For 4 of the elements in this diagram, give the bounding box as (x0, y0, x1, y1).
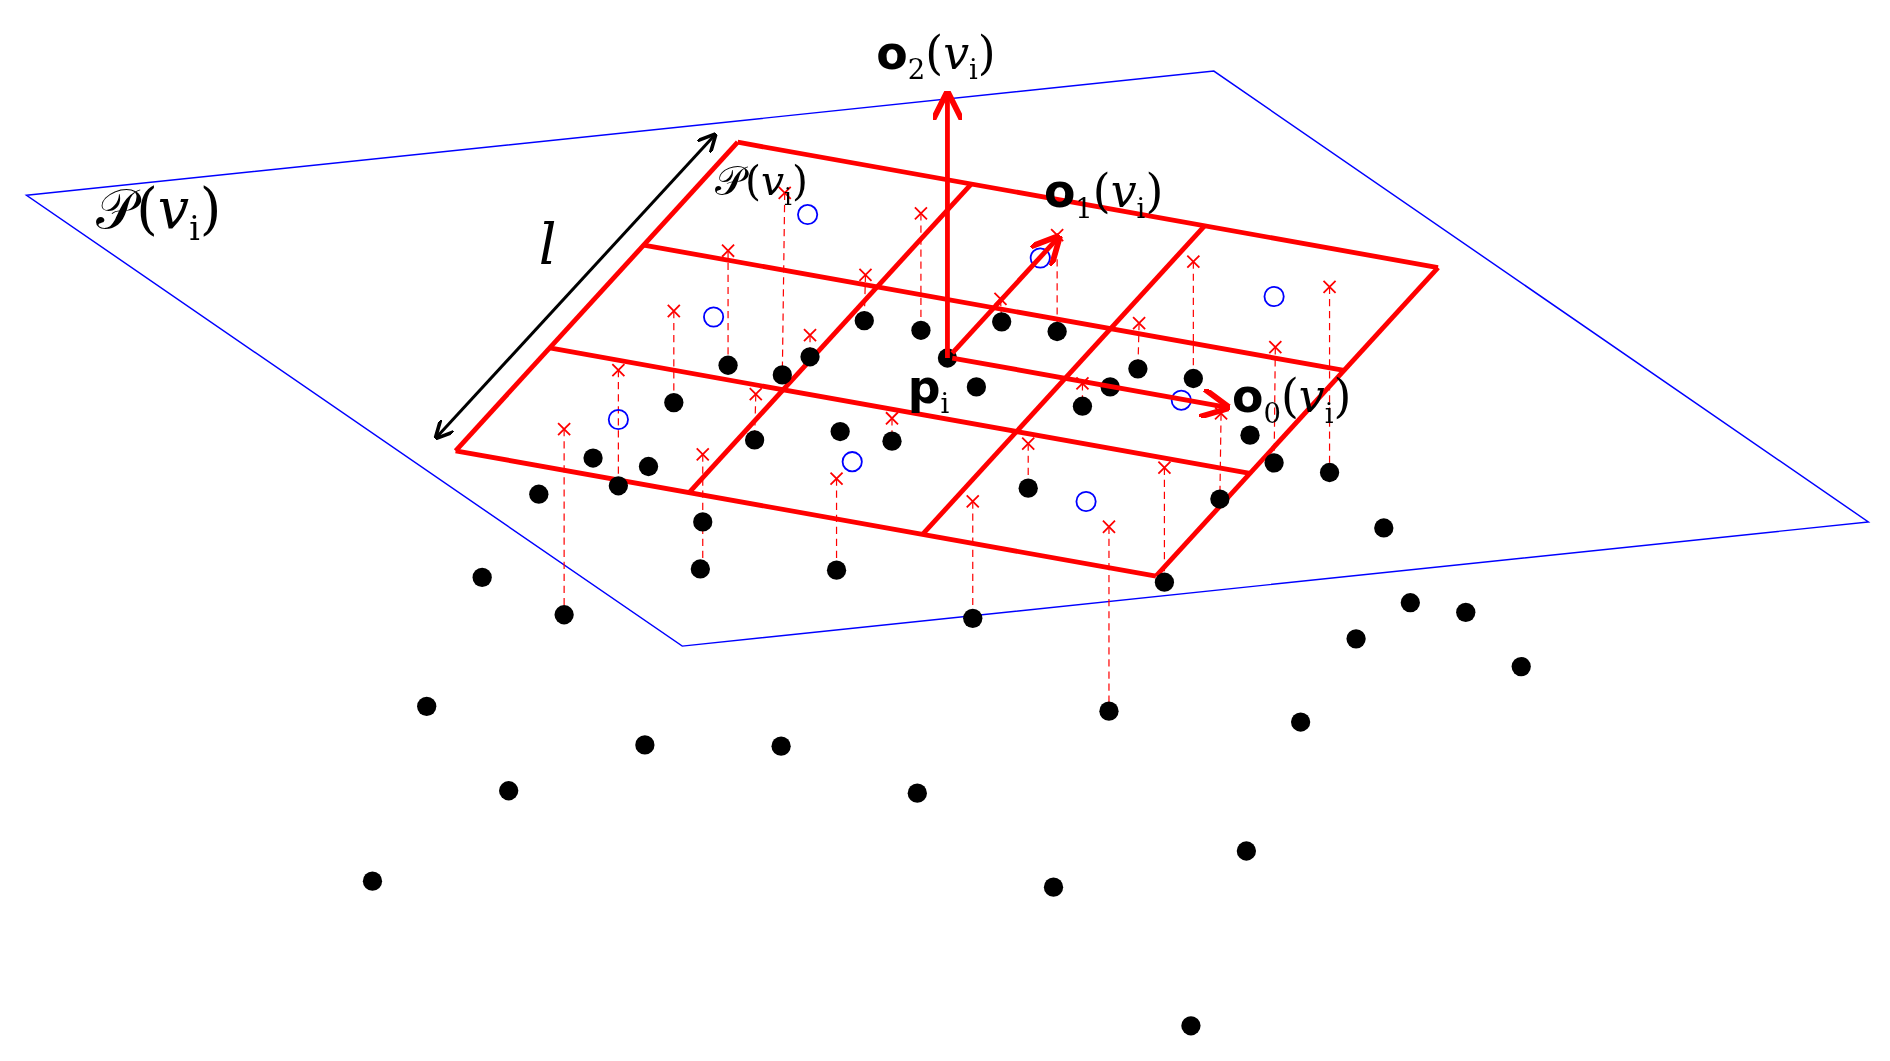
point-label: p$_{i}$ (907, 364, 950, 418)
vector-label: o$_{2}$(v$_{i}$) (876, 30, 996, 84)
length-label: l (538, 216, 557, 273)
plane-label: 𝒫(v$_{i}$) (96, 180, 222, 246)
